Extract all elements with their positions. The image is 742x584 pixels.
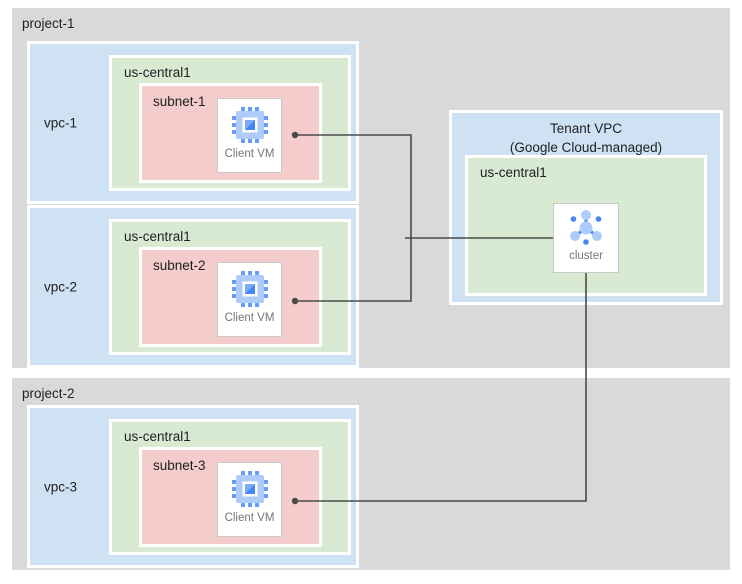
tenant-vpc-title: Tenant VPC (Google Cloud-managed) — [452, 113, 720, 158]
vpc-2-box: vpc-2 us-central1 subnet-2 — [30, 208, 356, 365]
subnet-2-box: subnet-2 — [142, 250, 319, 344]
client-vm-1-label: Client VM — [224, 148, 275, 160]
client-vm-2-label: Client VM — [224, 312, 275, 324]
project-2-label: project-2 — [22, 386, 75, 401]
client-vm-1-card: Client VM — [217, 98, 282, 173]
cluster-icon — [570, 210, 602, 245]
client-vm-3-card: Client VM — [217, 462, 282, 537]
subnet-3-box: subnet-3 — [142, 450, 319, 544]
tenant-vpc-title-line1: Tenant VPC — [549, 121, 623, 136]
vpc-2-label: vpc-2 — [44, 278, 78, 294]
subnet-1-box: subnet-1 — [142, 86, 319, 180]
project-2-box: project-2 vpc-3 us-central1 subnet-3 — [12, 378, 730, 570]
vpc-3-box: vpc-3 us-central1 subnet-3 — [30, 408, 356, 565]
subnet-1-label: subnet-1 — [153, 94, 206, 109]
client-vm-2-card: Client VM — [217, 262, 282, 337]
vpc-3-region-box: us-central1 subnet-3 — [112, 422, 348, 552]
vpc-2-region-label: us-central1 — [124, 229, 191, 244]
vpc-1-label: vpc-1 — [44, 114, 78, 130]
subnet-2-label: subnet-2 — [153, 258, 206, 273]
subnet-3-label: subnet-3 — [153, 458, 206, 473]
tenant-vpc-title-line2: (Google Cloud-managed) — [509, 139, 663, 155]
tenant-vpc-box: Tenant VPC (Google Cloud-managed) us-cen… — [452, 113, 720, 302]
compute-engine-icon — [231, 271, 268, 307]
tenant-region-label: us-central1 — [480, 165, 547, 180]
compute-engine-icon — [231, 107, 268, 143]
project-1-label: project-1 — [22, 16, 75, 31]
vpc-1-region-label: us-central1 — [124, 65, 191, 80]
compute-engine-icon — [231, 471, 268, 507]
vpc-1-region-box: us-central1 subnet-1 — [112, 58, 348, 188]
vpc-3-region-label: us-central1 — [124, 429, 191, 444]
vpc-2-region-box: us-central1 subnet-2 — [112, 222, 348, 352]
vpc-3-label: vpc-3 — [44, 478, 78, 494]
cluster-label: cluster — [569, 250, 603, 262]
vpc-1-box: vpc-1 us-central1 subnet-1 — [30, 44, 356, 201]
tenant-region-box: us-central1 cluster — [468, 158, 704, 293]
cluster-card: cluster — [553, 203, 619, 273]
client-vm-3-label: Client VM — [224, 512, 275, 524]
